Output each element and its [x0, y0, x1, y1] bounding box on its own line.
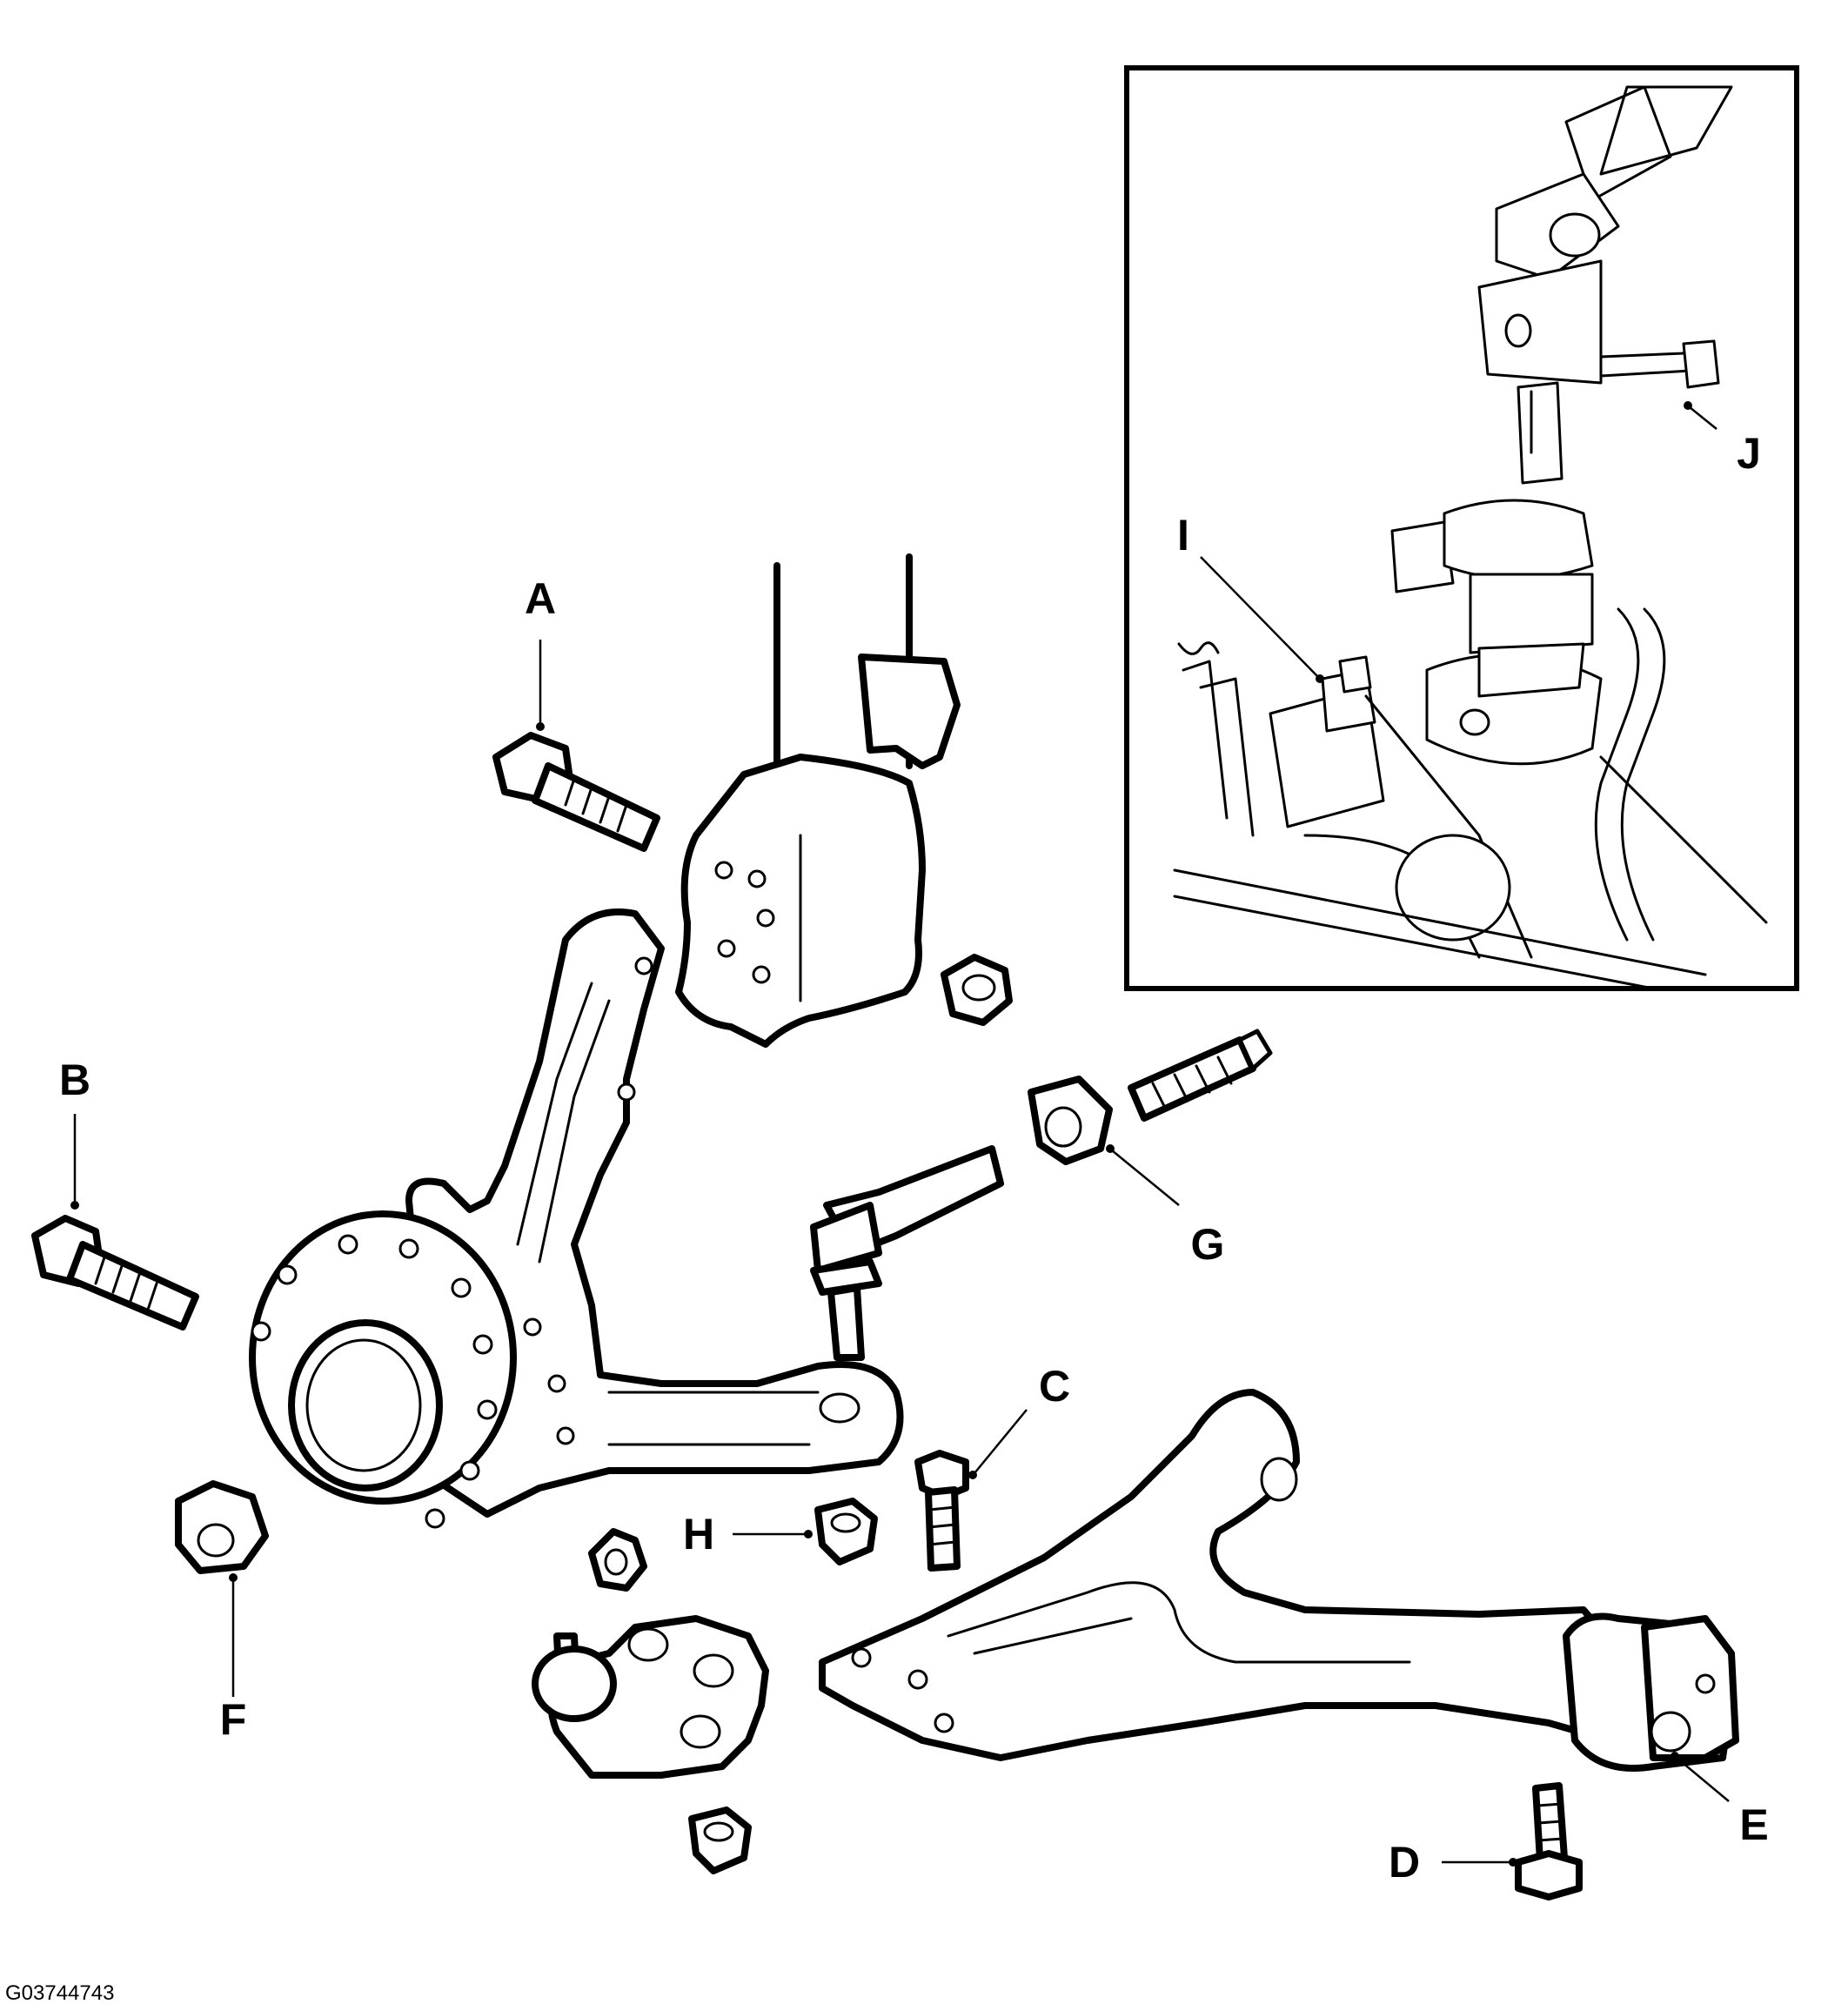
- ball-joint-nut-bottom: [688, 1807, 752, 1874]
- lower-control-arm: [819, 1389, 1739, 1772]
- nut-h: [814, 1498, 878, 1565]
- callout-i: I: [1177, 511, 1189, 560]
- ball-joint: [532, 1615, 769, 1779]
- callout-e: E: [1739, 1800, 1768, 1849]
- bolt-b: [31, 1215, 199, 1331]
- callout-b: B: [59, 1056, 90, 1104]
- callout-c: C: [1039, 1362, 1070, 1411]
- tie-rod-nut-g: [1028, 1076, 1113, 1165]
- strut-assembly: [675, 553, 961, 1048]
- inset-steering-detail: [1124, 65, 1799, 991]
- steering-gear-housing: [1390, 499, 1666, 942]
- nut-f: [175, 1480, 269, 1574]
- ball-joint-nut-top: [588, 1528, 647, 1592]
- tie-rod-end: [810, 1145, 1004, 1361]
- callout-f: F: [220, 1695, 247, 1744]
- callout-g: G: [1191, 1220, 1225, 1269]
- steering-intermediate-shaft: [1477, 85, 1733, 485]
- callout-h: H: [683, 1510, 714, 1559]
- callout-d: D: [1389, 1838, 1420, 1887]
- steering-rack: [1173, 641, 1768, 990]
- tie-rod-thread: [1128, 1029, 1273, 1122]
- wheel-hub: [249, 1210, 517, 1529]
- strut-bolt-nut: [941, 954, 1013, 1026]
- bolt-d: [1515, 1782, 1583, 1900]
- callout-a: A: [525, 574, 556, 623]
- figure-id: G03744743: [5, 1981, 114, 2005]
- leader-lines: [70, 401, 1730, 1867]
- bolt-a: [492, 732, 660, 852]
- bolt-c: [914, 1450, 969, 1572]
- callout-j: J: [1737, 429, 1761, 478]
- steering-knuckle: [405, 908, 904, 1518]
